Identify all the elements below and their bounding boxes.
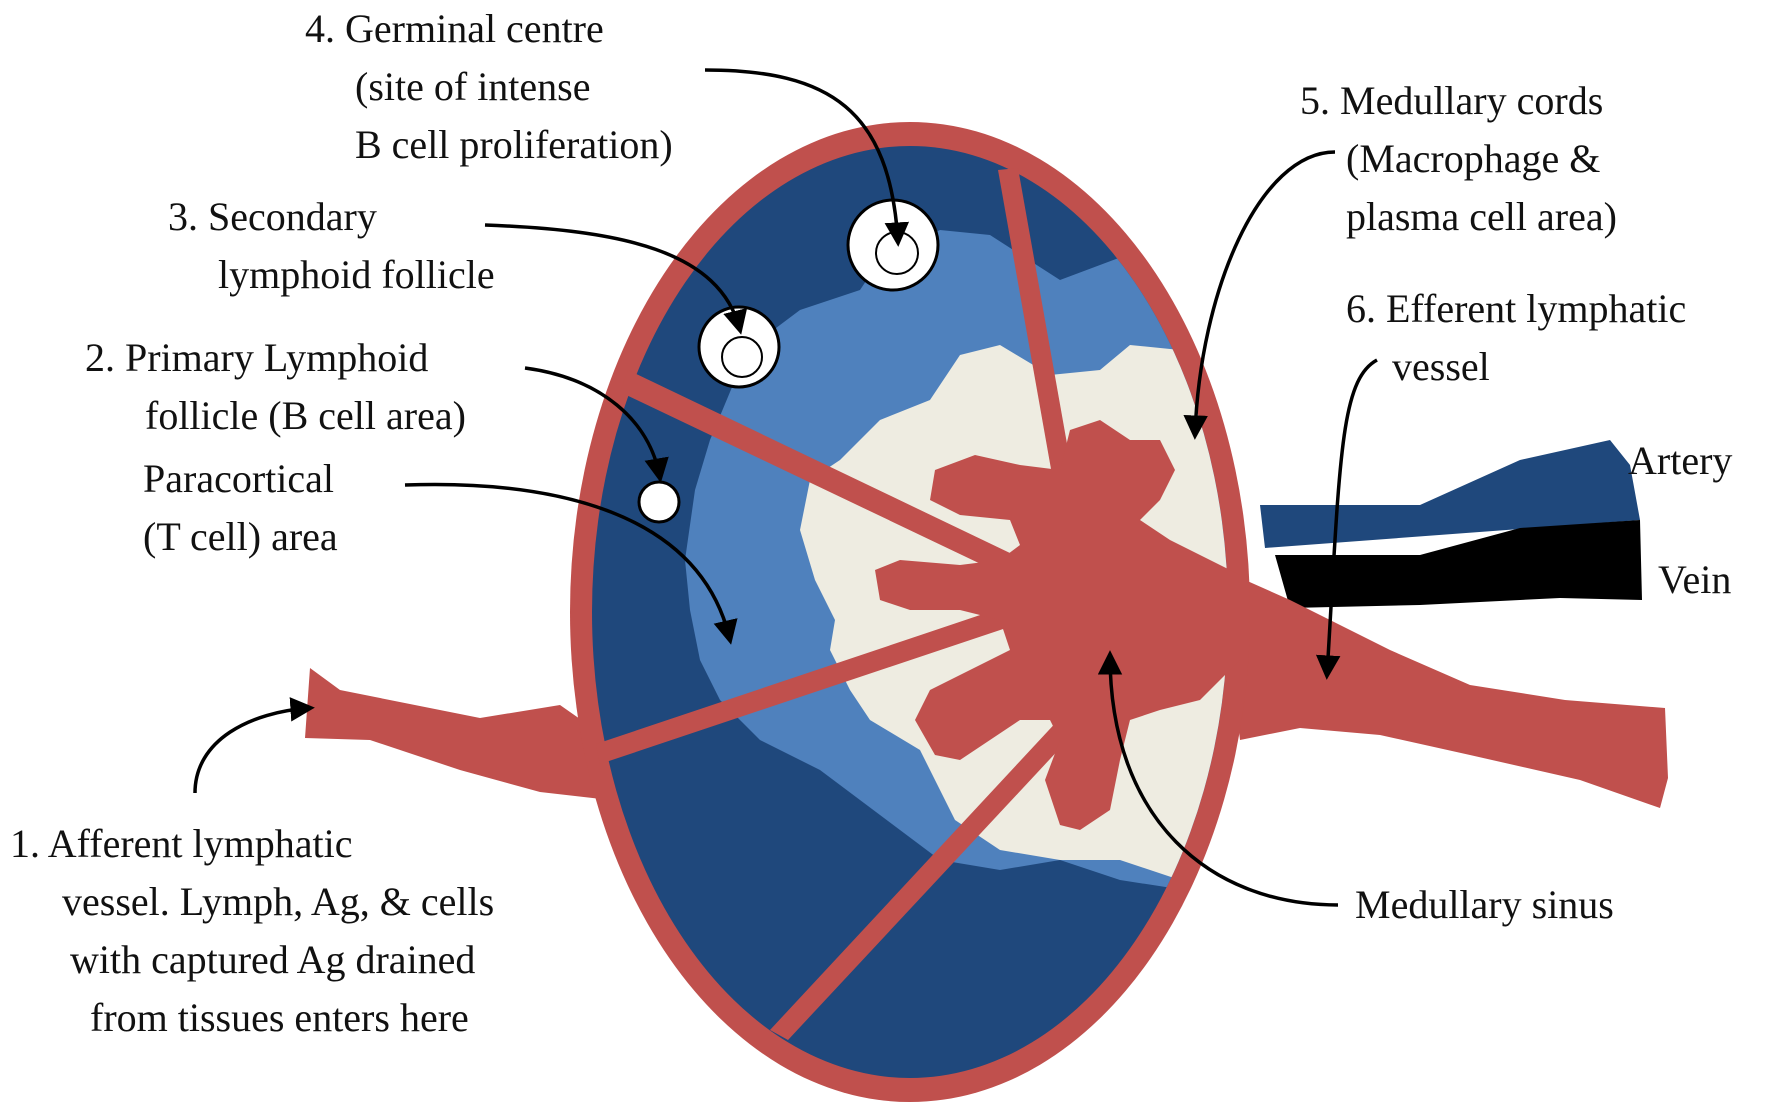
- label-paracortical: Paracortical (T cell) area: [143, 450, 338, 566]
- label-medullary-cords: 5. Medullary cords (Macrophage & plasma …: [1300, 72, 1617, 246]
- label-secondary-follicle: 3. Secondary lymphoid follicle: [168, 188, 495, 304]
- afferent-vessel: [305, 668, 610, 800]
- primary-lymphoid-follicle: [639, 482, 679, 522]
- label-primary-follicle: 2. Primary Lymphoid follicle (B cell are…: [85, 329, 466, 445]
- label-efferent: 6. Efferent lymphatic vessel: [1346, 280, 1686, 396]
- label-medullary-sinus: Medullary sinus: [1355, 876, 1614, 934]
- afferent-arrow: [195, 708, 310, 793]
- label-artery: Artery: [1628, 432, 1732, 490]
- label-afferent: 1. Afferent lymphatic vessel. Lymph, Ag,…: [10, 815, 570, 1047]
- label-vein: Vein: [1658, 551, 1731, 609]
- secondary-follicle-germinal-centre: [722, 337, 762, 377]
- label-germinal-centre: 4. Germinal centre (site of intense B ce…: [305, 0, 673, 174]
